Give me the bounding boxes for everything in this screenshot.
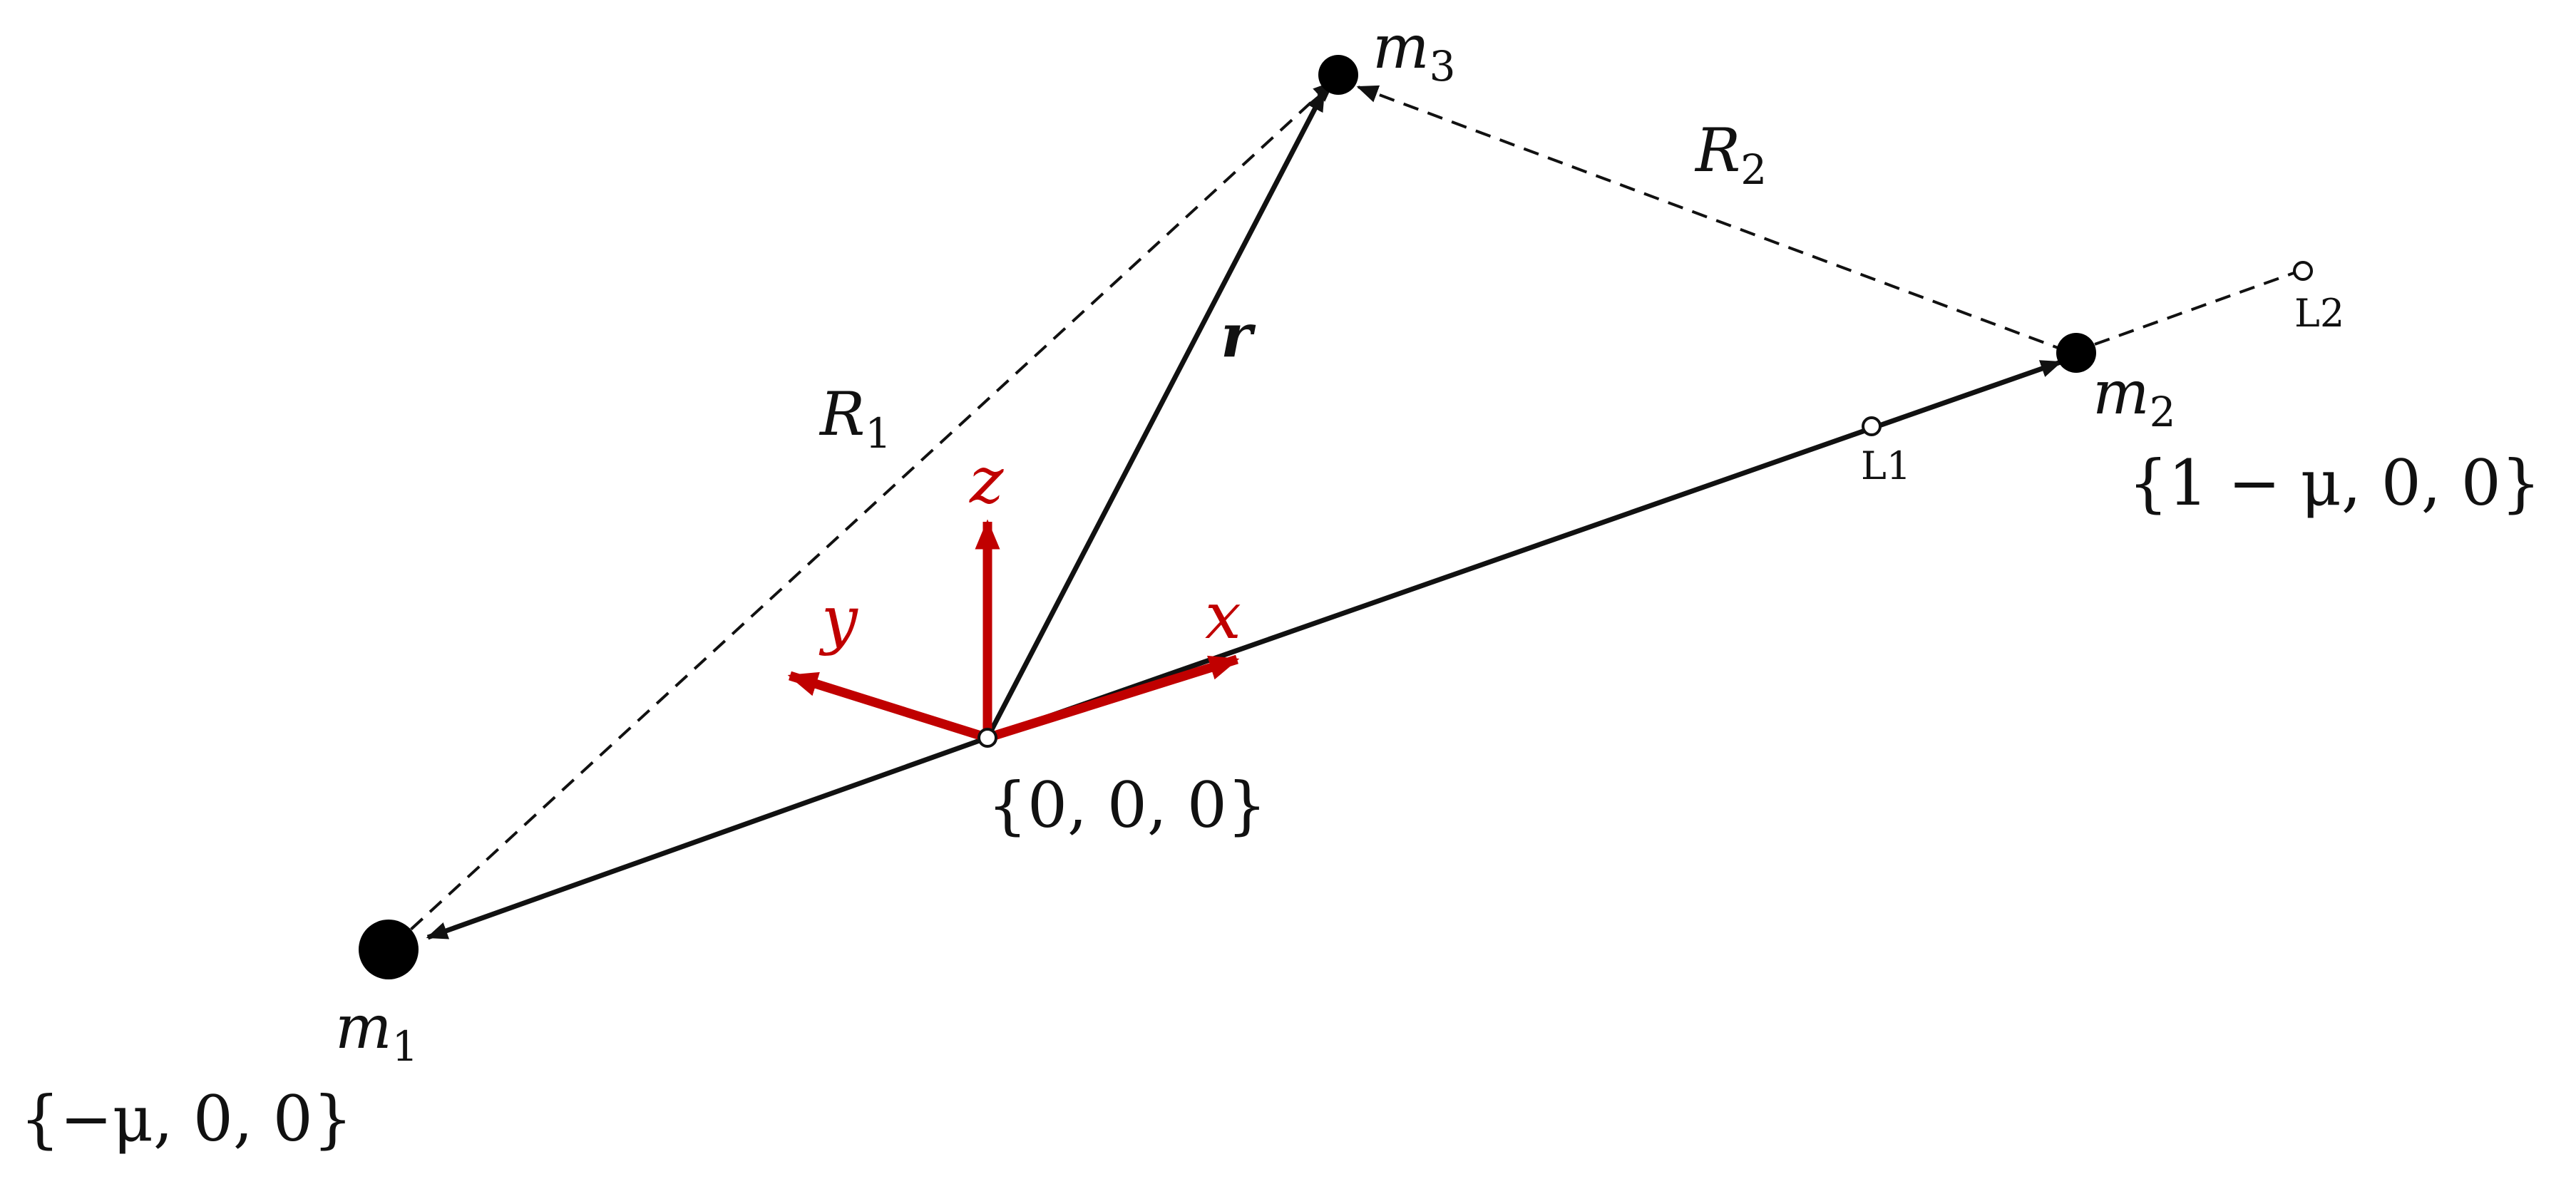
m2-coords-label: {1 − μ, 0, 0} bbox=[2128, 446, 2541, 520]
r1-label: R1 bbox=[819, 379, 891, 458]
axis-x-label: x bbox=[1205, 579, 1241, 654]
body-m1 bbox=[359, 920, 419, 979]
axis-y-arrow bbox=[787, 671, 989, 743]
l2-label: L2 bbox=[2294, 291, 2344, 336]
vector-to-m1 bbox=[426, 735, 989, 940]
body-m3 bbox=[1318, 55, 1358, 95]
origin-point bbox=[977, 728, 997, 748]
body-m2 bbox=[2056, 333, 2096, 373]
m3-label: m3 bbox=[1372, 12, 1456, 91]
r1-dashed-line bbox=[391, 81, 1335, 948]
m1-coords-label: {−μ, 0, 0} bbox=[20, 1082, 353, 1155]
origin-coords-label: {0, 0, 0} bbox=[987, 768, 1267, 842]
axis-x-arrow bbox=[986, 654, 1240, 743]
vector-r bbox=[985, 89, 1327, 739]
m2-l2-dashed-line bbox=[2094, 271, 2297, 346]
axis-y-label: y bbox=[819, 582, 858, 657]
m2-label: m2 bbox=[2093, 358, 2176, 436]
r-vector-label: r bbox=[1221, 300, 1256, 371]
l1-point bbox=[1862, 416, 1882, 436]
r2-dashed-line bbox=[1356, 85, 2068, 353]
m1-label: m1 bbox=[335, 992, 419, 1071]
l2-point bbox=[2293, 261, 2313, 281]
l1-label: L1 bbox=[1861, 443, 1911, 488]
r2-label: R2 bbox=[1694, 115, 1767, 194]
axis-z-label: z bbox=[969, 443, 1004, 518]
vector-to-m2 bbox=[986, 359, 2063, 741]
